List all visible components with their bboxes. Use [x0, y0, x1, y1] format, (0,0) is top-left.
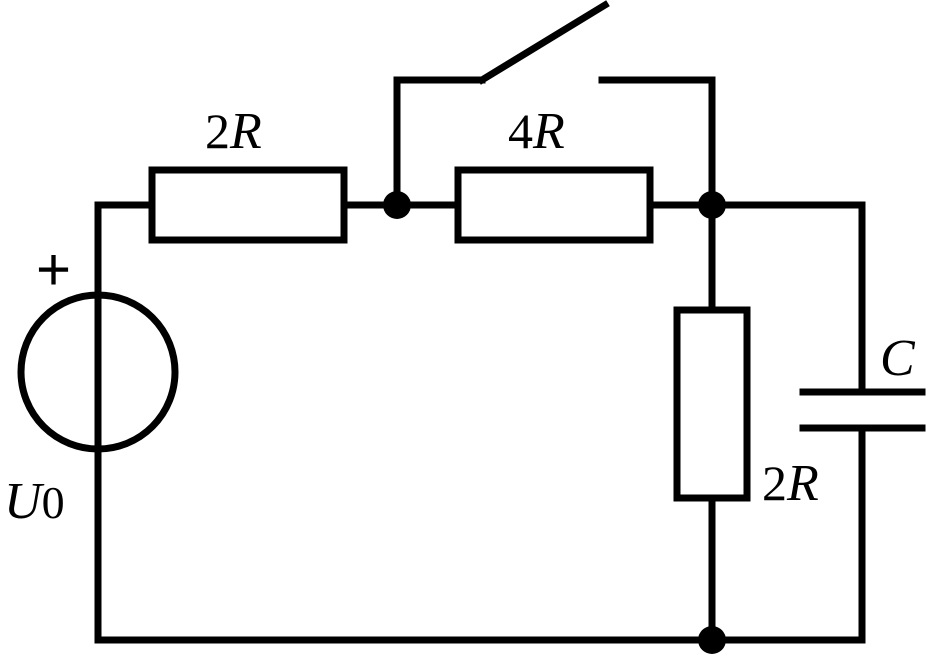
resistor-4r [454, 166, 654, 244]
source-plus-sign: + [36, 236, 71, 303]
voltage-source-circle [17, 291, 179, 453]
label-source: U0 [4, 473, 65, 530]
junction-dot-bottom [698, 626, 726, 654]
junction-dot-left [383, 191, 411, 219]
label-r4: 4R [508, 103, 565, 160]
label-r4-num: 4 [508, 103, 533, 159]
label-r2-right-var: R [786, 455, 819, 512]
label-r2-right: 2R [762, 455, 819, 512]
switch-blade [477, 0, 610, 85]
junction-dot-right [698, 191, 726, 219]
label-r2-left: 2R [205, 103, 262, 160]
resistor-2r-left [148, 166, 348, 244]
label-r2-left-num: 2 [205, 103, 230, 159]
wire-switch-right [598, 76, 716, 209]
wire-left-top [94, 201, 156, 644]
label-capacitor: C [880, 330, 916, 387]
wire-switch-left [393, 76, 486, 209]
label-source-sub: 0 [42, 477, 65, 528]
label-r2-left-var: R [229, 103, 262, 160]
label-r2-right-num: 2 [762, 455, 787, 511]
label-r4-var: R [532, 103, 565, 160]
resistor-2r-right [673, 306, 751, 502]
label-source-var: U [4, 473, 45, 530]
